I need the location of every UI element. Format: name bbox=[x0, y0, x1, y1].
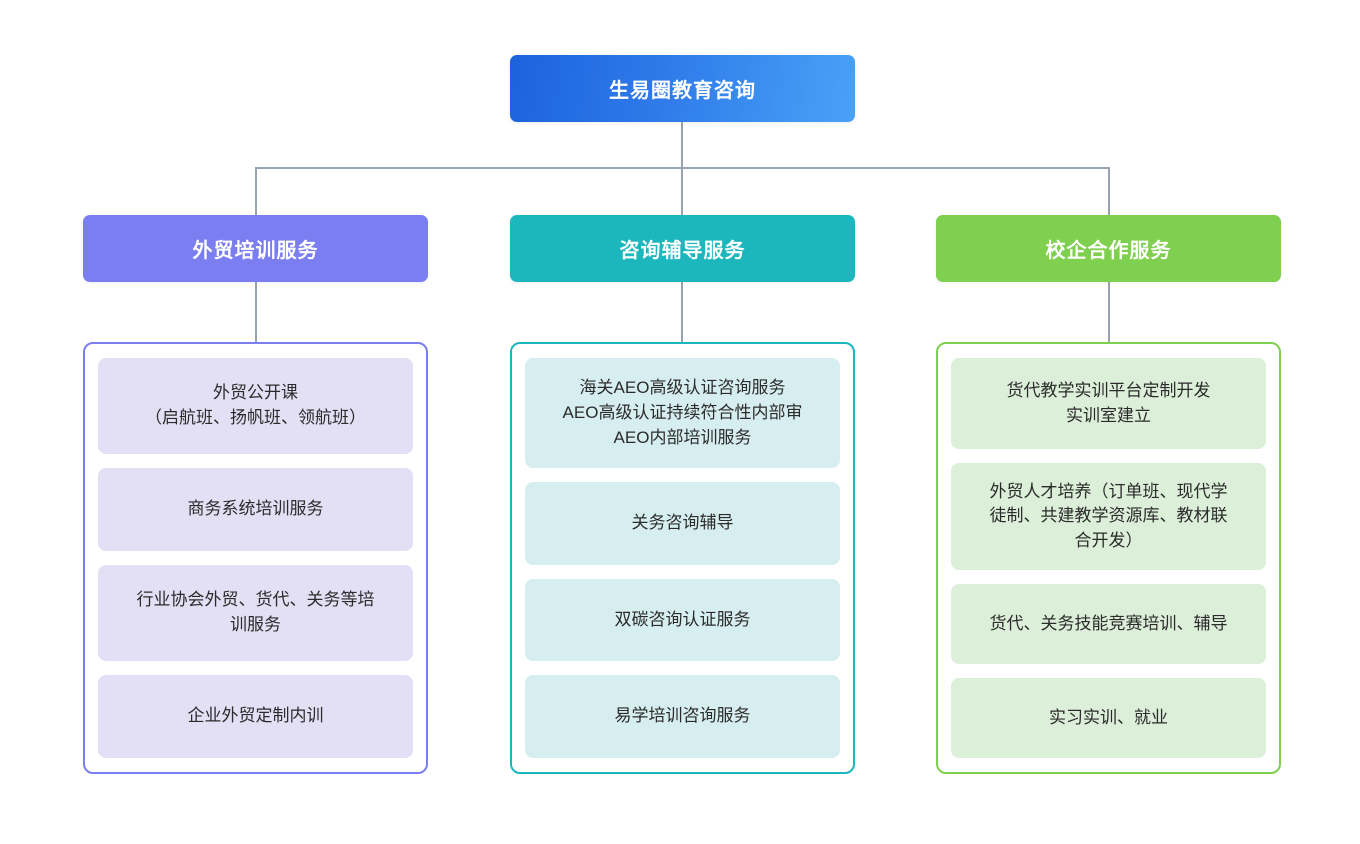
connector-root-stem bbox=[681, 122, 683, 168]
service-item[interactable]: 行业协会外贸、货代、关务等培 训服务 bbox=[98, 565, 413, 661]
service-item[interactable]: 货代、关务技能竞赛培训、辅导 bbox=[951, 584, 1266, 665]
service-group-1: 海关AEO高级认证咨询服务 AEO高级认证持续符合性内部审 AEO内部培训服务 … bbox=[510, 342, 855, 774]
service-item[interactable]: 实习实训、就业 bbox=[951, 678, 1266, 758]
connector-group-stem-right bbox=[1108, 282, 1110, 343]
service-item[interactable]: 海关AEO高级认证咨询服务 AEO高级认证持续符合性内部审 AEO内部培训服务 bbox=[525, 358, 840, 469]
service-item[interactable]: 关务咨询辅导 bbox=[525, 482, 840, 565]
category-header-0[interactable]: 外贸培训服务 bbox=[83, 215, 428, 282]
service-item[interactable]: 易学培训咨询服务 bbox=[525, 675, 840, 758]
branch-column-0: 外贸培训服务 外贸公开课 （启航班、扬帆班、领航班） 商务系统培训服务 行业协会… bbox=[83, 215, 428, 774]
service-item[interactable]: 外贸人才培养（订单班、现代学 徒制、共建教学资源库、教材联 合开发） bbox=[951, 463, 1266, 571]
category-header-1-label: 咨询辅导服务 bbox=[619, 240, 746, 262]
category-header-0-label: 外贸培训服务 bbox=[192, 240, 319, 262]
service-item[interactable]: 外贸公开课 （启航班、扬帆班、领航班） bbox=[98, 358, 413, 454]
branch-column-2: 校企合作服务 货代教学实训平台定制开发 实训室建立 外贸人才培养（订单班、现代学… bbox=[936, 215, 1281, 774]
service-item[interactable]: 商务系统培训服务 bbox=[98, 467, 413, 551]
root-node-label: 生易圈教育咨询 bbox=[609, 80, 756, 102]
category-header-2[interactable]: 校企合作服务 bbox=[936, 215, 1281, 282]
connector-group-stem-left bbox=[255, 282, 257, 343]
connector-branch-drop-left bbox=[255, 167, 257, 215]
service-item[interactable]: 货代教学实训平台定制开发 实训室建立 bbox=[951, 358, 1266, 450]
category-header-1[interactable]: 咨询辅导服务 bbox=[510, 215, 855, 282]
category-header-2-label: 校企合作服务 bbox=[1045, 240, 1172, 262]
branch-column-1: 咨询辅导服务 海关AEO高级认证咨询服务 AEO高级认证持续符合性内部审 AEO… bbox=[510, 215, 855, 774]
root-node[interactable]: 生易圈教育咨询 bbox=[510, 55, 855, 122]
service-group-0: 外贸公开课 （启航班、扬帆班、领航班） 商务系统培训服务 行业协会外贸、货代、关… bbox=[83, 342, 428, 774]
connector-group-stem-middle bbox=[681, 282, 683, 343]
service-item[interactable]: 企业外贸定制内训 bbox=[98, 674, 413, 758]
service-group-2: 货代教学实训平台定制开发 实训室建立 外贸人才培养（订单班、现代学 徒制、共建教… bbox=[936, 342, 1281, 774]
connector-branch-drop-middle bbox=[681, 167, 683, 215]
service-item[interactable]: 双碳咨询认证服务 bbox=[525, 578, 840, 662]
connector-branch-drop-right bbox=[1108, 167, 1110, 215]
